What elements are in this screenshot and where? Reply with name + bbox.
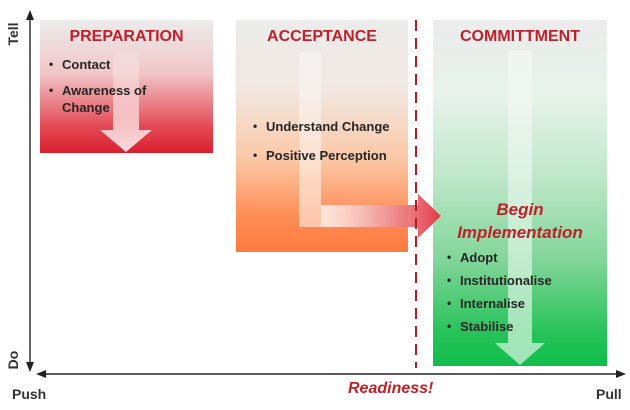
callout-line-1: Begin	[496, 200, 544, 219]
list-item: Contact	[40, 56, 190, 73]
horizontal-axis-arrowhead-right	[616, 370, 626, 378]
preparation-bullet-list: Contact Awareness of Change	[40, 56, 190, 125]
list-item: Awareness of Change	[40, 82, 190, 116]
vertical-axis-arrowhead-bottom	[26, 362, 34, 372]
axis-label-pull: Pull	[596, 386, 622, 402]
list-item: Institutionalise	[438, 272, 608, 289]
axis-label-do: Do	[5, 350, 21, 370]
list-item: Understand Change	[244, 118, 414, 135]
vertical-axis-arrowhead-top	[26, 10, 34, 20]
horizontal-axis-arrowhead-left	[36, 370, 46, 378]
axis-label-readiness: Readiness!	[348, 380, 434, 397]
callout-line-2: Implementation	[457, 223, 583, 242]
acceptance-title: ACCEPTANCE	[267, 28, 377, 45]
preparation-title: PREPARATION	[69, 28, 184, 45]
acceptance-horizontal-arrow	[321, 194, 441, 238]
begin-implementation-callout: Begin Implementation	[433, 198, 607, 244]
axis-label-push: Push	[12, 386, 47, 402]
commitment-bullet-list: Adopt Institutionalise Internalise Stabi…	[438, 249, 608, 341]
commitment-title: COMMITTMENT	[460, 28, 580, 45]
axis-label-tell: Tell	[5, 22, 21, 46]
list-item: Stabilise	[438, 318, 608, 335]
list-item: Adopt	[438, 249, 608, 266]
acceptance-bullet-list: Understand Change Positive Perception	[244, 118, 414, 176]
list-item: Positive Perception	[244, 147, 414, 164]
list-item: Internalise	[438, 295, 608, 312]
commitment-down-arrow	[495, 50, 545, 365]
